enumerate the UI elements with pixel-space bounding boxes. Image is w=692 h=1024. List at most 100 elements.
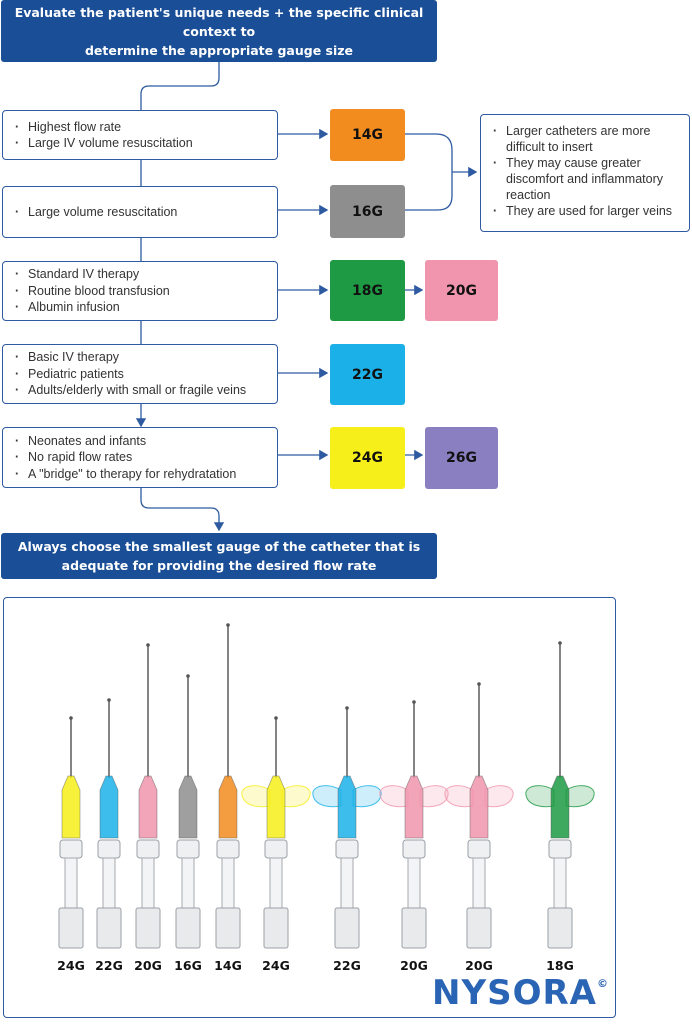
catheter-flash-chamber	[553, 857, 567, 909]
catheter-valve	[548, 839, 572, 859]
catheter-hub	[266, 775, 286, 839]
catheter-wing-right	[565, 785, 595, 808]
catheter-hub	[138, 775, 158, 839]
needle-tip	[69, 716, 73, 720]
header-line-1: Evaluate the patient's unique needs + th…	[14, 4, 424, 39]
catheter-hub	[337, 775, 357, 839]
info-item: They are used for larger veins	[493, 203, 679, 219]
brand-mark: ©	[596, 977, 609, 990]
footer-line-2: adequate for providing the desired flow …	[61, 558, 377, 573]
catheter-wing-right	[484, 785, 514, 808]
catheter-flash-chamber	[221, 857, 235, 909]
needle-tip	[558, 641, 562, 645]
catheter-wing-right	[419, 785, 449, 808]
indication-item: A "bridge" to therapy for rehydratation	[15, 466, 267, 483]
indication-box-22g: Basic IV therapy Pediatric patients Adul…	[2, 344, 278, 404]
footer-line-1: Always choose the smallest gauge of the …	[17, 539, 421, 554]
catheter-hub	[218, 775, 238, 839]
indication-item: Neonates and infants	[15, 433, 267, 450]
catheter-wing-left	[241, 785, 271, 808]
catheter-valve	[467, 839, 491, 859]
catheter-cap	[466, 907, 492, 949]
indication-item: Large volume resuscitation	[15, 204, 267, 221]
indication-item: Large IV volume resuscitation	[15, 135, 267, 152]
indication-item: Adults/elderly with small or fragile vei…	[15, 382, 267, 399]
indication-box-18g: Standard IV therapy Routine blood transf…	[2, 261, 278, 321]
gauge-24g: 24G	[330, 427, 405, 489]
indication-item: Highest flow rate	[15, 119, 267, 136]
gauge-20g: 20G	[425, 260, 498, 321]
header-line-2: determine the appropriate gauge size	[84, 42, 354, 58]
needle-tip	[274, 716, 278, 720]
catheter-wing-left	[444, 785, 474, 808]
indication-item: Albumin infusion	[15, 299, 267, 316]
catheter-hub	[178, 775, 198, 839]
catheter-cap	[215, 907, 241, 949]
needle-tip	[477, 682, 481, 686]
needle-tip	[146, 643, 150, 647]
needle-tip	[186, 674, 190, 678]
indication-item: Pediatric patients	[15, 366, 267, 383]
catheter-cap	[58, 907, 84, 949]
catheter-valve	[402, 839, 426, 859]
header-banner: Evaluate the patient's unique needs + th…	[1, 0, 437, 62]
indication-item: Routine blood transfusion	[15, 283, 267, 300]
needle-tip	[226, 623, 230, 627]
catheter-flash-chamber	[64, 857, 78, 909]
catheter-cap	[334, 907, 360, 949]
catheter-flash-chamber	[407, 857, 421, 909]
gauge-14g: 14G	[330, 109, 405, 161]
gauge-22g: 22G	[330, 344, 405, 405]
nysora-logo: NYSORA©	[432, 973, 609, 1013]
needle-tip	[412, 700, 416, 704]
catheter-valve	[264, 839, 288, 859]
catheter-flash-chamber	[340, 857, 354, 909]
catheter-label: 14G	[214, 958, 242, 973]
info-box-large-catheters: Larger catheters are more difficult to i…	[480, 114, 690, 232]
indication-box-24g: Neonates and infants No rapid flow rates…	[2, 427, 278, 488]
indication-item: Standard IV therapy	[15, 266, 267, 283]
catheter-valve	[216, 839, 240, 859]
brand-name: NYSORA	[432, 973, 597, 1013]
catheter-hub	[61, 775, 81, 839]
catheter-label: 20G	[400, 958, 428, 973]
catheter-valve	[335, 839, 359, 859]
catheter-wing-right	[281, 785, 311, 808]
indication-box-14g: Highest flow rate Large IV volume resusc…	[2, 110, 278, 160]
catheter-wing-right	[352, 785, 382, 808]
info-item: They may cause greater discomfort and in…	[493, 155, 679, 203]
catheter-hub	[99, 775, 119, 839]
catheter-flash-chamber	[181, 857, 195, 909]
catheter-flash-chamber	[102, 857, 116, 909]
catheter-cap	[96, 907, 122, 949]
catheter-valve	[59, 839, 83, 859]
catheter-hub	[404, 775, 424, 839]
catheter-label: 22G	[95, 958, 123, 973]
catheter-flash-chamber	[472, 857, 486, 909]
catheter-label: 16G	[174, 958, 202, 973]
catheter-wing-left	[312, 785, 342, 808]
catheter-label: 22G	[333, 958, 361, 973]
catheter-label: 24G	[262, 958, 290, 973]
catheter-valve	[97, 839, 121, 859]
gauge-16g: 16G	[330, 185, 405, 238]
catheter-label: 20G	[465, 958, 493, 973]
catheter-flash-chamber	[141, 857, 155, 909]
catheter-cap	[135, 907, 161, 949]
indication-item: Basic IV therapy	[15, 349, 267, 366]
catheter-label: 20G	[134, 958, 162, 973]
footer-banner: Always choose the smallest gauge of the …	[1, 533, 437, 579]
indication-item: No rapid flow rates	[15, 449, 267, 466]
catheter-hub	[469, 775, 489, 839]
gauge-26g: 26G	[425, 427, 498, 489]
indication-box-16g: Large volume resuscitation	[2, 186, 278, 238]
catheter-hub	[550, 775, 570, 839]
catheter-label: 18G	[546, 958, 574, 973]
catheter-flash-chamber	[269, 857, 283, 909]
catheter-valve	[136, 839, 160, 859]
catheter-wing-left	[525, 785, 555, 808]
catheter-cap	[263, 907, 289, 949]
gauge-18g: 18G	[330, 260, 405, 321]
